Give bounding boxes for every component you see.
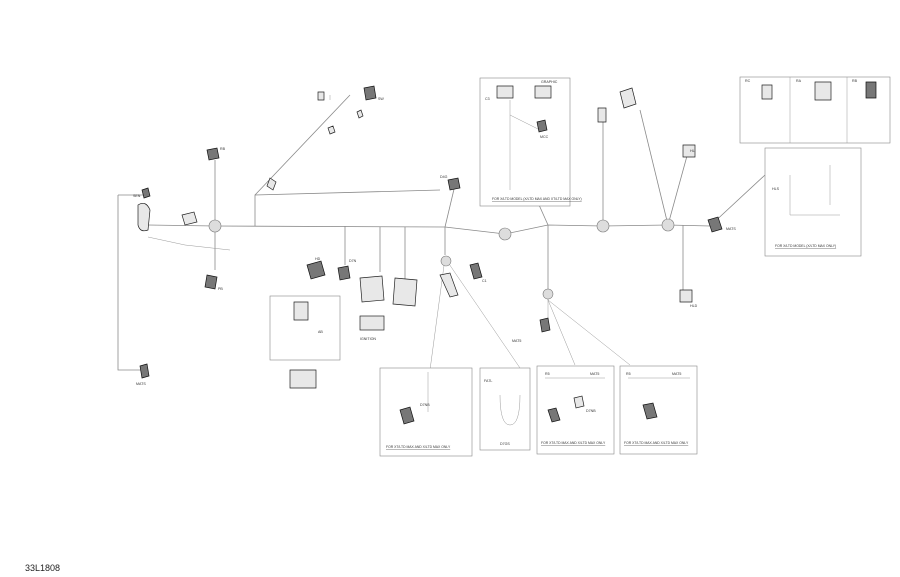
label-hld: HLD	[690, 304, 698, 308]
sensor-connector	[141, 187, 151, 199]
display-unit	[534, 85, 552, 99]
label-pb: PB	[218, 287, 223, 291]
connector-plug	[679, 289, 693, 303]
connector-plug	[642, 402, 658, 420]
detail-box-bottom-4: R5 MAT5 FOR XT/LTD MAX AND X/LTD MAX ONL…	[619, 365, 698, 455]
connector-plug	[356, 109, 364, 119]
label-hd: HD	[315, 257, 321, 261]
center-connectors: D7N IGNITION C1	[306, 259, 551, 341]
label-c3: C3	[485, 97, 490, 101]
connector-plug	[547, 407, 561, 423]
sensor-body	[137, 203, 151, 232]
note-top-center: FOR X/LTD MODEL (X/LTD MAX AND XT/LTD MA…	[492, 197, 582, 201]
label-sen: SEN	[133, 194, 141, 198]
label-graphic: GRAPHIC	[541, 80, 558, 84]
connector-plug	[536, 119, 548, 133]
label-sw: SW	[378, 97, 384, 101]
connector-plug	[573, 395, 585, 409]
connector-plug	[266, 177, 277, 191]
connector-plug	[619, 87, 637, 109]
mat-connector	[139, 363, 150, 379]
detail-box-right: HLS FOR X/LTD MODEL (X/LTD MAX ONLY)	[764, 147, 862, 257]
legend-connector	[761, 84, 773, 100]
label-d7gs: D7GS	[500, 442, 510, 446]
legend-connector	[865, 81, 877, 99]
right-connectors: HL MATS HLD	[597, 87, 736, 308]
label-ignition: IGNITION	[360, 337, 376, 341]
label-mcc: MCC	[540, 135, 549, 139]
detail-box-top-center: C3 GRAPHIC MCC FOR X/LTD MODEL (X/LTD MA…	[479, 77, 582, 207]
splice-node	[661, 218, 675, 232]
splice-node	[440, 255, 452, 267]
label-d7nb-2: D7NB	[586, 409, 596, 413]
diagram-code: 33L1808	[25, 563, 61, 573]
legend-connector	[814, 81, 832, 101]
splice-node	[596, 219, 610, 233]
detail-box-bottom-3: R5 MAT5 D7NB FOR XT/LTD MAX AND X/LTD MA…	[536, 365, 615, 455]
connector-plug	[293, 301, 309, 321]
label-c1: C1	[482, 279, 487, 283]
note-bottom-4: FOR XT/LTD MAX AND X/LTD MAX ONLY	[624, 441, 689, 445]
connector-plug	[399, 406, 415, 425]
splice-node	[498, 227, 512, 241]
top-branch-connectors	[266, 85, 461, 191]
ignition-detail	[359, 315, 385, 331]
headlight-connector	[707, 216, 723, 233]
connector-plug	[306, 260, 326, 280]
label-r5-b: R5	[626, 372, 631, 376]
legend-label-a: RC	[745, 79, 751, 83]
ignition-housing	[392, 277, 418, 307]
connector-plug	[439, 272, 459, 298]
label-rb: RB	[220, 147, 226, 151]
label-mats-right: MATS	[726, 227, 736, 231]
connector-plug	[469, 262, 483, 280]
label-hls: HLS	[772, 187, 780, 191]
label-mats: MATS	[136, 382, 146, 386]
detail-box-bottom-1: D7NB FOR XT/LTD MAX AND X/LTD MAX ONLY	[379, 367, 473, 457]
connector-plug	[337, 265, 351, 281]
legend-box: RC RA RB	[739, 76, 891, 144]
label-mat5: MAT5	[590, 372, 599, 376]
connector-plug	[539, 317, 551, 333]
detail-box-connector: AB	[269, 295, 341, 389]
splice-node	[542, 288, 554, 300]
legend-label-b: RA	[796, 79, 802, 83]
note-bottom-3: FOR XT/LTD MAX AND X/LTD MAX ONLY	[541, 441, 606, 445]
harness-labels: RB SW PB HD MAT5 D4G	[218, 97, 521, 343]
connector-plug	[597, 107, 607, 123]
display-unit	[496, 85, 514, 99]
connector-plug	[327, 125, 336, 135]
connector-face	[289, 369, 317, 389]
detail-box-bottom-2: FA7L D7GS	[479, 367, 531, 451]
label-hl: HL	[690, 149, 695, 153]
ring-terminal	[317, 91, 325, 101]
left-connectors: SEN MATS	[133, 147, 220, 386]
label-mat5-b: MAT5	[672, 372, 681, 376]
label-d4g: D4G	[440, 175, 448, 179]
connector-plug	[363, 85, 377, 101]
note-bottom-1: FOR XT/LTD MAX AND X/LTD MAX ONLY	[386, 445, 451, 449]
label-ab: AB	[318, 330, 323, 334]
label-d7nb: D7NB	[420, 403, 430, 407]
label-d7n: D7N	[349, 259, 357, 263]
label-mat5-c: MAT5	[512, 339, 521, 343]
label-fa7l: FA7L	[484, 379, 492, 383]
connector-plug	[447, 177, 461, 191]
note-right: FOR X/LTD MODEL (X/LTD MAX ONLY)	[775, 244, 836, 248]
main-harness-trunk	[117, 94, 766, 371]
ignition-switch	[359, 275, 385, 303]
splice-node	[208, 219, 222, 233]
connector-plug	[206, 147, 220, 161]
label-r5: R5	[545, 372, 550, 376]
connector-plug	[181, 211, 198, 226]
legend-label-c: RB	[852, 79, 858, 83]
splice-points	[208, 218, 675, 300]
connector-plug	[204, 274, 218, 290]
connector-plug	[682, 144, 696, 158]
